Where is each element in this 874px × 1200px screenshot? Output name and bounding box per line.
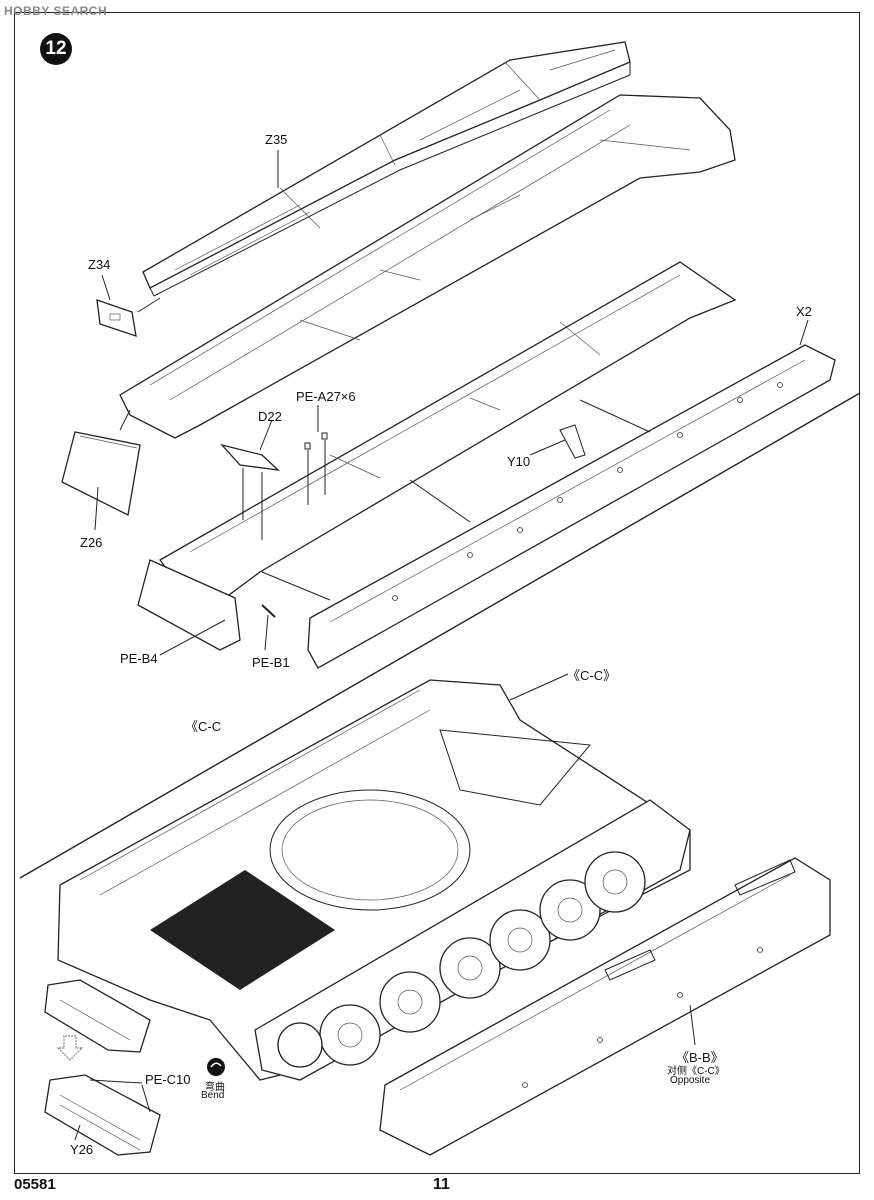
label-pe-c10: PE-C10 [145, 1072, 191, 1087]
part-front-skirt [137, 559, 241, 651]
label-bend-en: Bend [201, 1090, 225, 1101]
kit-number: 05581 [14, 1176, 56, 1193]
label-z35: Z35 [265, 132, 288, 147]
bend-icon [207, 1058, 225, 1076]
leader-lines-bottom [74, 673, 696, 1141]
label-z26: Z26 [80, 535, 103, 550]
watermark: HOBBY SEARCH [4, 4, 108, 18]
up-arrow-icon [56, 1035, 84, 1061]
part-y10 [559, 424, 586, 459]
label-pe-a27: PE-A27×6 [296, 389, 356, 404]
leader-lines-top [94, 150, 809, 656]
part-z26 [61, 409, 141, 516]
label-y10: Y10 [507, 454, 531, 469]
part-x2-side-skirt [307, 344, 836, 669]
part-pe-b1 [261, 604, 276, 618]
part-d22 [220, 443, 280, 540]
part-y26 [44, 1074, 161, 1156]
label-pe-b4: PE-B4 [120, 651, 158, 666]
part-z35 [142, 41, 631, 297]
part-upper-deck [119, 94, 736, 439]
part-rear-box [44, 979, 151, 1053]
label-cc-left: 《C-C [185, 719, 222, 734]
part-z34 [96, 297, 161, 337]
label-opposite-en: Opposite [670, 1075, 711, 1086]
step-number-badge: 12 [40, 33, 72, 65]
label-bb: 《B-B》 [676, 1050, 724, 1065]
tank-hull [57, 679, 691, 1081]
divider-line [19, 392, 861, 879]
page-frame [14, 12, 860, 1174]
label-d22: D22 [258, 409, 282, 424]
part-bb-side-skirt [379, 857, 831, 1156]
label-opposite-cn: 对侧《C-C》 [667, 1066, 725, 1077]
label-x2: X2 [796, 304, 812, 319]
label-y26: Y26 [70, 1142, 94, 1157]
label-z34: Z34 [88, 257, 111, 272]
label-cc-right: 《C-C》 [567, 668, 617, 683]
part-pe-a27 [304, 432, 328, 505]
tank-track [254, 799, 691, 1081]
page-number: 11 [433, 1176, 450, 1193]
label-bend-cn: 弯曲 [205, 1082, 225, 1093]
label-pe-b1: PE-B1 [252, 655, 290, 670]
